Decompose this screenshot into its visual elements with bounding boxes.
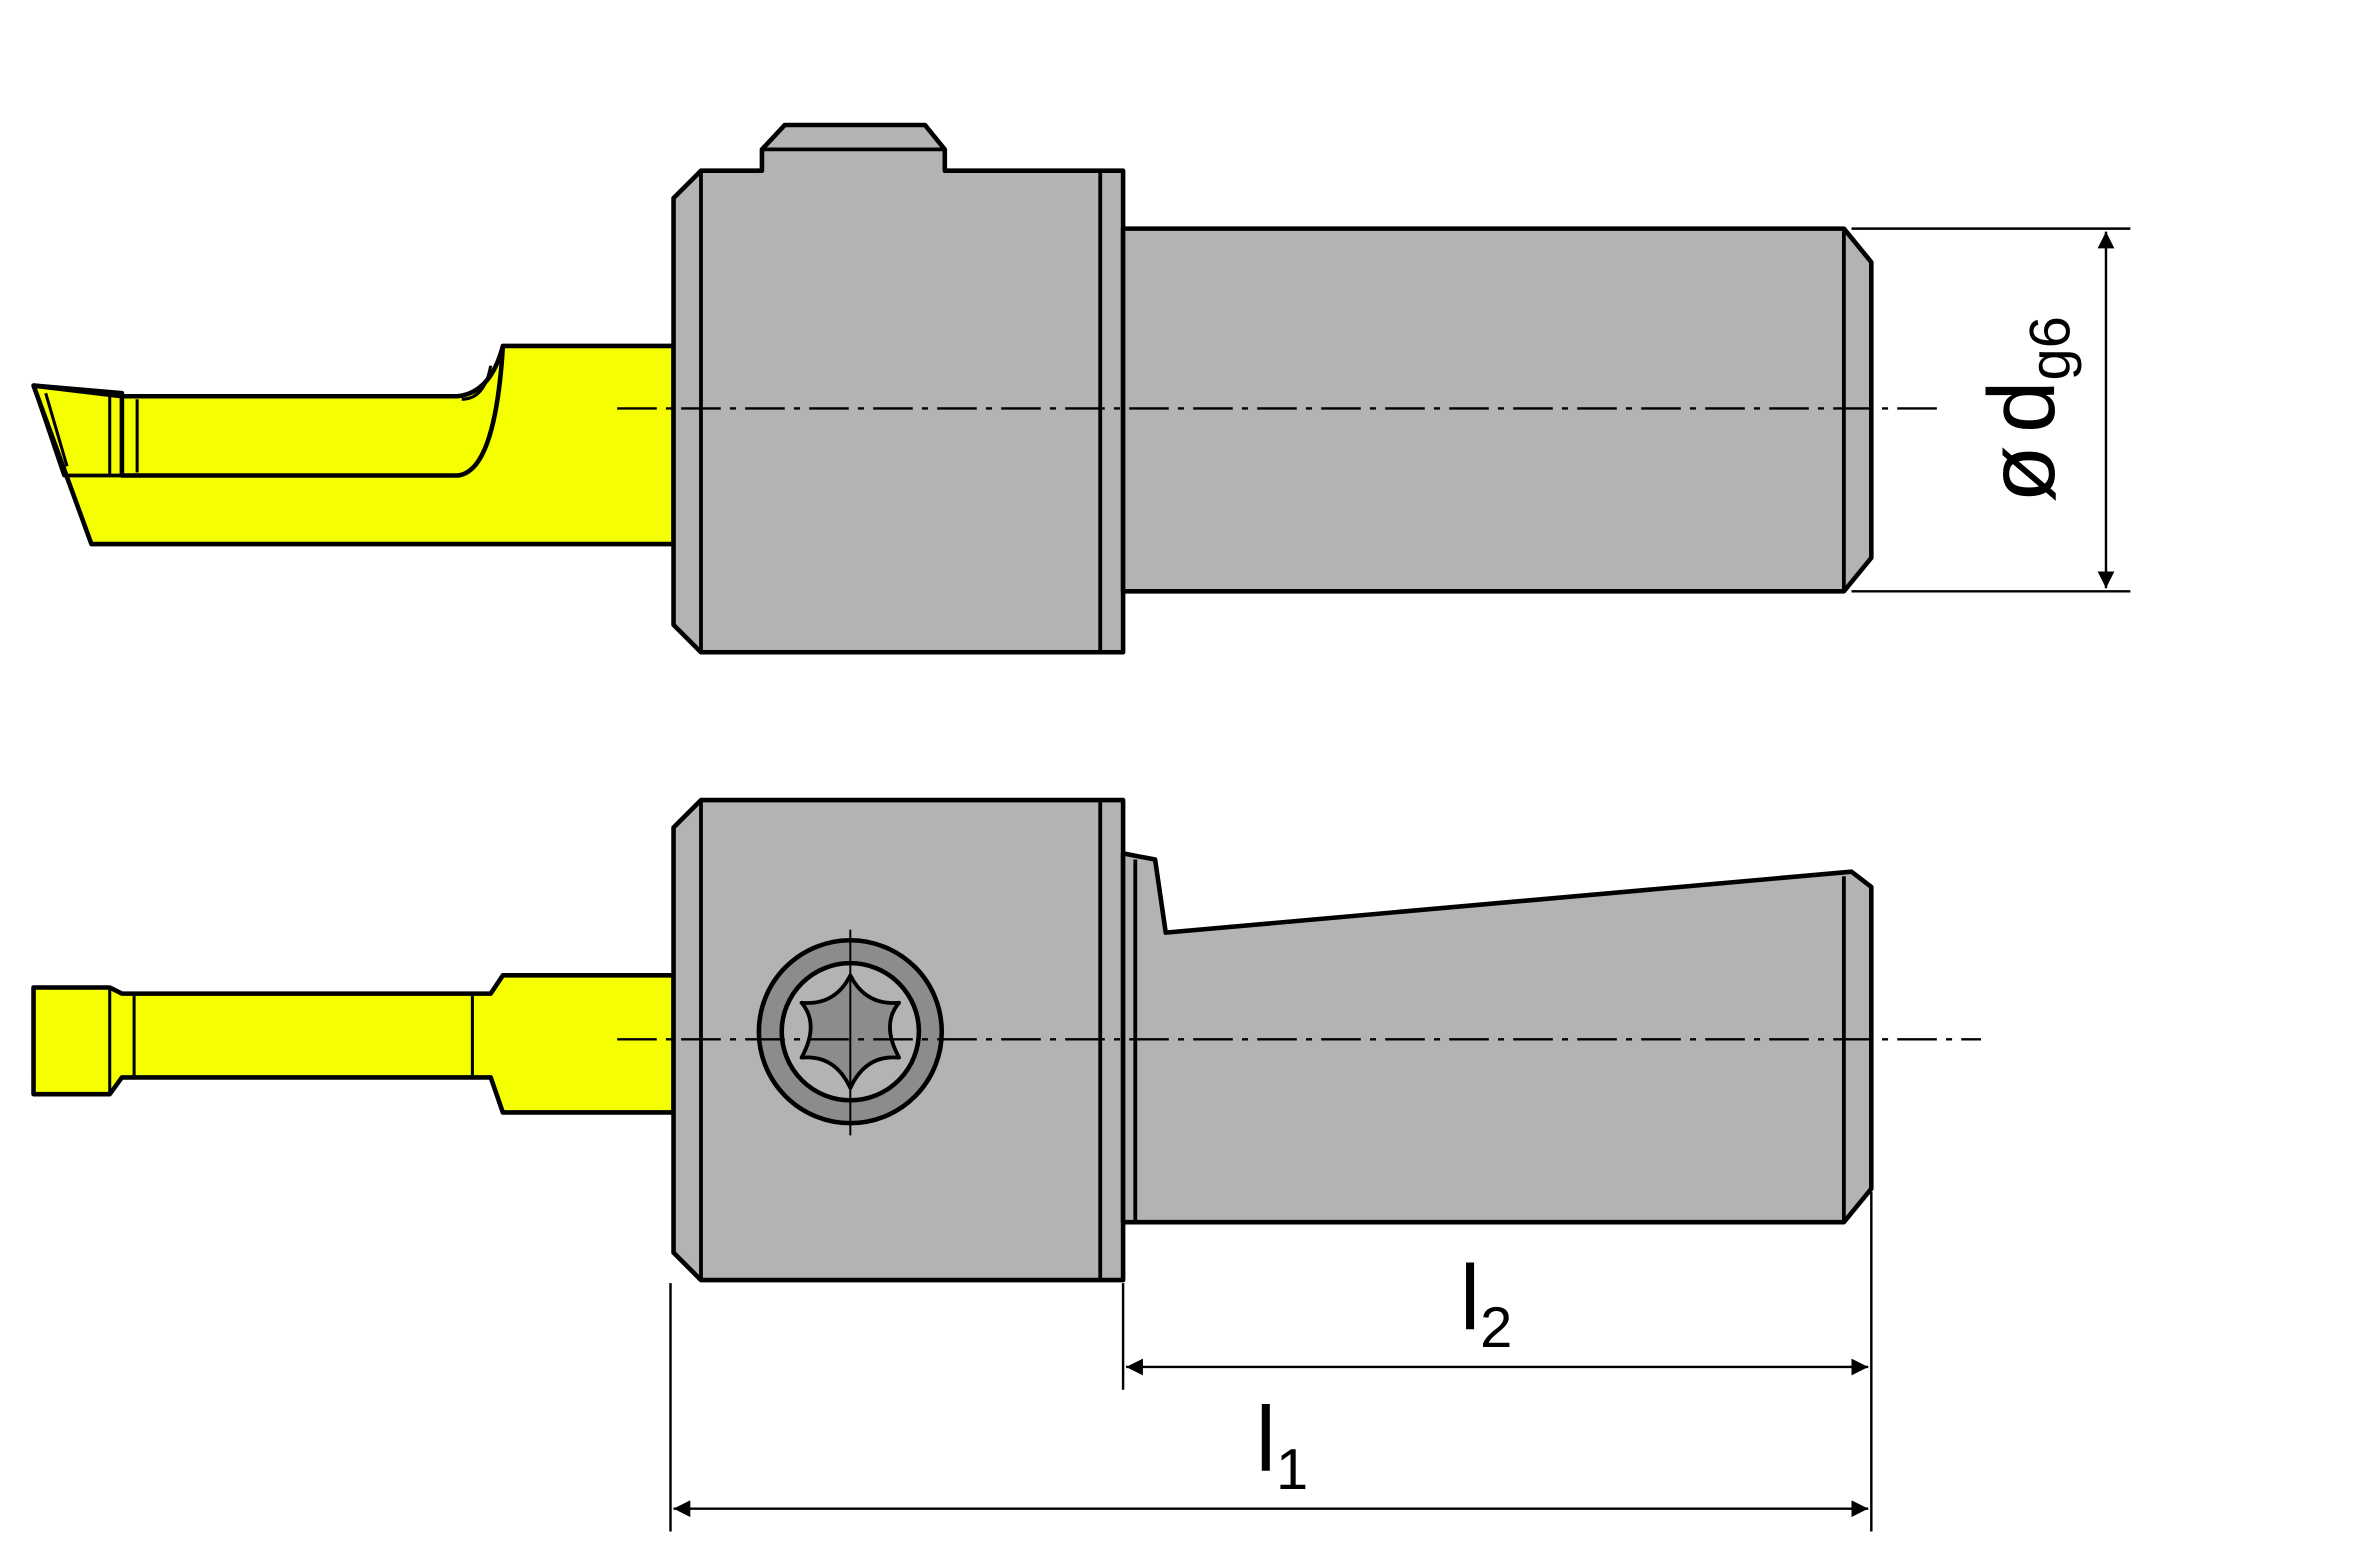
holder-shank-top: [1120, 226, 1874, 594]
l1-label: l1: [1256, 1389, 1309, 1502]
l1-index: 1: [1276, 1438, 1308, 1502]
side-view: [31, 797, 1982, 1283]
diameter-tolerance: g6: [2018, 316, 2082, 380]
l2-letter: l: [1460, 1247, 1480, 1349]
diameter-letter: d: [1969, 380, 2075, 433]
l2-label: l2: [1460, 1247, 1513, 1360]
top-view: [31, 122, 1943, 655]
diameter-dimension: [1851, 227, 2131, 593]
diameter-label: ødg6: [1969, 316, 2082, 503]
diameter-symbol: ø: [1969, 445, 2075, 503]
torx-screw-icon: [756, 929, 945, 1136]
l2-index: 2: [1480, 1296, 1512, 1360]
length-dimensions: [669, 1191, 1873, 1532]
l1-letter: l: [1256, 1389, 1276, 1491]
holder-head-top: [671, 122, 1126, 655]
holder-shank-side: [1120, 851, 1874, 1225]
boring-bar-insert-side: [31, 973, 676, 1115]
boring-bar-insert-top: [31, 343, 676, 547]
